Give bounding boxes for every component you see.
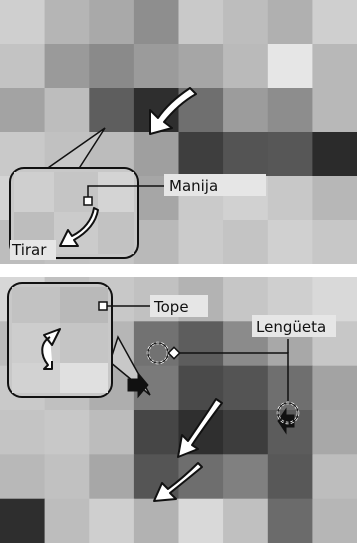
stopper-label: Tope xyxy=(153,298,189,316)
background-tile xyxy=(312,44,357,89)
background-tile xyxy=(44,498,90,543)
background-tile xyxy=(312,220,357,264)
pull-label-group: Tirar xyxy=(10,240,56,260)
background-tile xyxy=(223,498,269,543)
background-tile xyxy=(178,321,224,367)
background-tile xyxy=(133,132,179,177)
tab-dot-icon xyxy=(167,346,181,360)
background-tile xyxy=(178,44,224,89)
background-tile xyxy=(0,88,46,133)
background-tile xyxy=(0,410,46,455)
background-tile xyxy=(312,277,357,322)
panel-bottom-art: Tope Lengüeta xyxy=(0,277,357,543)
background-tile xyxy=(267,498,313,543)
background-tile xyxy=(133,0,179,45)
background-tile xyxy=(44,88,90,133)
background-tile xyxy=(223,220,269,264)
stopper-callout: Tope xyxy=(98,295,208,317)
background-tile xyxy=(178,0,224,45)
push-arrow-right-icon xyxy=(277,407,295,435)
curved-arrow-icon xyxy=(149,87,197,135)
background-tile xyxy=(312,498,357,543)
background-tile xyxy=(223,44,269,89)
callout-dot-icon xyxy=(83,196,93,206)
background-tile xyxy=(0,0,46,45)
background-tile xyxy=(312,410,357,455)
background-tile xyxy=(223,410,269,455)
background-tile xyxy=(178,220,224,264)
stopper-dot-icon xyxy=(98,301,108,311)
background-tile xyxy=(267,277,313,322)
background-tile xyxy=(89,498,135,543)
background-tile xyxy=(89,44,135,89)
background-tile xyxy=(312,365,357,411)
background-tile xyxy=(44,44,90,89)
panel-top-art: Manija Tirar xyxy=(0,0,357,264)
background-tile xyxy=(267,44,313,89)
background-tile xyxy=(0,454,46,500)
background-tile xyxy=(312,132,357,177)
background-tile xyxy=(133,44,179,89)
background-tile xyxy=(223,365,269,411)
background-tile xyxy=(267,176,313,221)
handle-label: Manija xyxy=(169,177,218,195)
background-tile xyxy=(133,220,179,264)
background-tile xyxy=(223,277,269,322)
background-tile xyxy=(89,454,135,500)
background-tile xyxy=(44,0,90,45)
background-tile xyxy=(223,88,269,133)
background-tile xyxy=(267,88,313,133)
background-tile xyxy=(267,220,313,264)
background-tile xyxy=(89,410,135,455)
down-arrow-lower-icon xyxy=(153,462,203,502)
rotate-arrow-icon xyxy=(41,328,61,370)
background-tile xyxy=(133,498,179,543)
background-tile xyxy=(178,132,224,177)
background-tile xyxy=(89,0,135,45)
background-tile xyxy=(0,44,46,89)
background-tile xyxy=(133,410,179,455)
panel-bottom: Tope Lengüeta xyxy=(0,277,357,543)
background-tile xyxy=(267,454,313,500)
background-tile xyxy=(44,454,90,500)
tab-label: Lengüeta xyxy=(256,318,326,336)
push-arrow-icon xyxy=(127,371,149,399)
background-tile xyxy=(0,498,46,543)
background-tile xyxy=(267,132,313,177)
panel-top: Manija Tirar xyxy=(0,0,357,264)
pull-arrow-icon xyxy=(59,207,99,247)
background-tile xyxy=(312,0,357,45)
background-tile xyxy=(44,410,90,455)
background-tile xyxy=(178,498,224,543)
tab-callout: Lengüeta xyxy=(146,315,336,425)
handle-callout: Manija xyxy=(83,174,266,206)
background-tile xyxy=(89,88,135,133)
down-arrow-upper-icon xyxy=(177,398,223,458)
pull-label: Tirar xyxy=(11,241,47,259)
background-tile xyxy=(312,88,357,133)
background-tile xyxy=(223,132,269,177)
background-tile xyxy=(312,176,357,221)
background-tile xyxy=(223,454,269,500)
background-tile xyxy=(267,0,313,45)
background-tile xyxy=(223,0,269,45)
background-tile xyxy=(312,454,357,500)
